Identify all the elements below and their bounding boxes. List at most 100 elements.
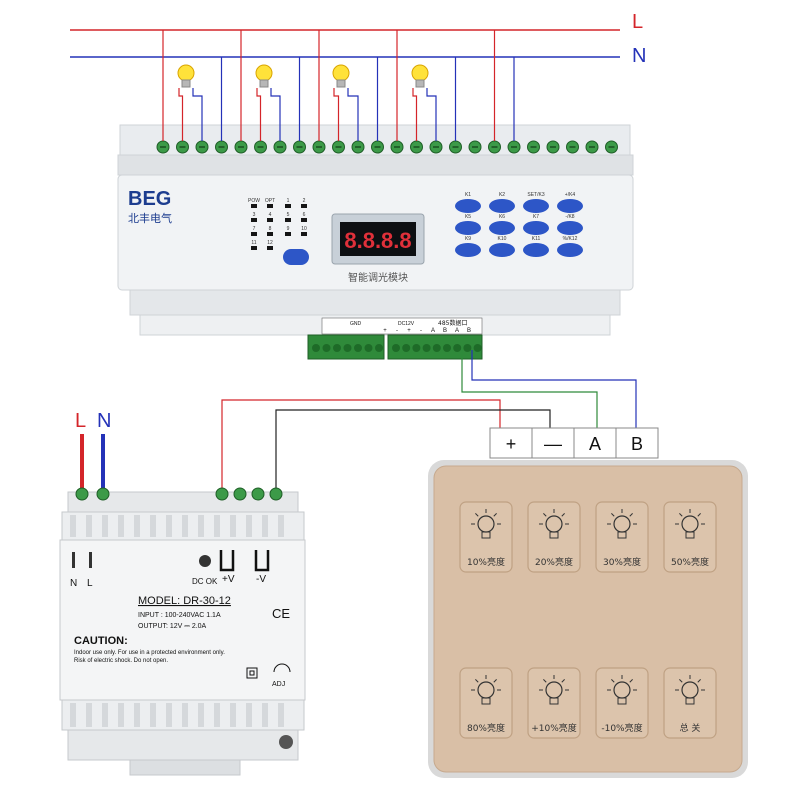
terminal-screw <box>422 344 431 352</box>
panel-button-label: 50%亮度 <box>671 556 709 568</box>
status-led <box>285 218 291 222</box>
key-label: %/K12 <box>563 236 578 242</box>
psu-wire-plus <box>221 399 501 492</box>
light-bulb-icon <box>177 64 195 88</box>
terminal-screw <box>402 344 411 352</box>
terminal-screw <box>233 487 247 501</box>
key-label: SET/K3 <box>527 192 544 198</box>
key-label: K9 <box>465 236 471 242</box>
light-bulb-icon <box>255 64 273 88</box>
key-label: K1 <box>465 192 471 198</box>
key-button[interactable] <box>557 221 583 235</box>
bottom-sub-label: + <box>383 328 387 334</box>
status-led <box>251 218 257 222</box>
key-button[interactable] <box>489 199 515 213</box>
key-button[interactable] <box>455 199 481 213</box>
led-label: 9 <box>287 226 290 232</box>
brand-cn: 北丰电气 <box>128 211 172 225</box>
key-label: K6 <box>499 214 505 220</box>
terminal-screw <box>364 344 373 352</box>
panel-button[interactable]: 50%亮度 <box>663 501 717 573</box>
psu-wire-minus <box>275 409 551 492</box>
terminal-screw <box>412 344 421 352</box>
key-button[interactable] <box>557 243 583 257</box>
panel-button[interactable]: +10%亮度 <box>527 667 581 739</box>
led-label: 2 <box>303 198 306 204</box>
terminal-block-cell <box>489 427 533 459</box>
module-name: 智能调光模块 <box>348 271 408 284</box>
key-label: -/K8 <box>565 214 574 220</box>
terminal-screw <box>432 344 441 352</box>
key-label: +/K4 <box>565 192 576 198</box>
key-button[interactable] <box>455 243 481 257</box>
caution-line-2: Risk of electric shock. Do not open. <box>74 658 168 664</box>
status-led <box>285 232 291 236</box>
status-led <box>301 232 307 236</box>
double-insulation-icon <box>246 667 258 679</box>
adj-knob-icon[interactable] <box>273 663 291 673</box>
led-label: 5 <box>287 212 290 218</box>
opt-button[interactable] <box>283 249 309 265</box>
light-bulb-icon <box>332 64 350 88</box>
status-led <box>251 232 257 236</box>
dc-ok-label: DC OK <box>192 577 218 586</box>
adj-label: ADJ <box>272 681 285 688</box>
key-label: K2 <box>499 192 505 198</box>
status-led <box>251 204 257 208</box>
key-button[interactable] <box>557 199 583 213</box>
panel-button-label: 80%亮度 <box>467 722 505 734</box>
terminal-screw <box>473 344 482 352</box>
psu-input-label-l: L <box>75 410 86 432</box>
key-button[interactable] <box>489 221 515 235</box>
led-label: 3 <box>253 212 256 218</box>
terminal-screw <box>453 344 462 352</box>
terminal-screw <box>96 487 110 501</box>
key-label: K7 <box>533 214 539 220</box>
panel-button-label: 30%亮度 <box>603 556 641 568</box>
key-label: K11 <box>532 236 541 242</box>
psu-terminal-label-l: L <box>87 578 93 589</box>
psu-input-label-n: N <box>97 410 111 432</box>
key-button[interactable] <box>523 221 549 235</box>
panel-button[interactable]: 20%亮度 <box>527 501 581 573</box>
terminal-screw <box>343 344 352 352</box>
bottom-sub-label: A <box>431 328 435 334</box>
power-supply: N L DC OK +V -V MODEL: DR-30-12 INPUT : … <box>59 487 306 776</box>
input-spec: INPUT : 100-240VAC 1.1A <box>138 612 221 619</box>
panel-button[interactable]: 30%亮度 <box>595 501 649 573</box>
ce-mark: CE <box>272 606 290 621</box>
bottom-sub-label: - <box>396 328 398 334</box>
led-label: POW <box>248 198 260 204</box>
key-button[interactable] <box>523 199 549 213</box>
key-button[interactable] <box>489 243 515 257</box>
panel-button-label: 10%亮度 <box>467 556 505 568</box>
bottom-label-485: 485数据口 <box>438 319 467 327</box>
plus-v-label: +V <box>222 574 235 585</box>
bottom-sub-label: A <box>455 328 459 334</box>
terminal-screw <box>375 344 383 352</box>
status-led <box>285 204 291 208</box>
terminal-screw <box>312 344 320 352</box>
led-label: 4 <box>269 212 272 218</box>
terminal-screw <box>269 487 283 501</box>
panel-button[interactable]: -10%亮度 <box>595 667 649 739</box>
key-button[interactable] <box>455 221 481 235</box>
panel-button[interactable]: 10%亮度 <box>459 501 513 573</box>
terminal-screw <box>215 487 229 501</box>
key-button[interactable] <box>523 243 549 257</box>
model-label: MODEL: DR-30-12 <box>138 595 231 607</box>
panel-button[interactable]: 总 关 <box>663 667 717 739</box>
terminal-screw <box>251 487 265 501</box>
status-led <box>267 204 273 208</box>
caution-title: CAUTION: <box>74 635 128 647</box>
panel-button[interactable]: 80%亮度 <box>459 667 513 739</box>
key-label: K10 <box>498 236 507 242</box>
led-display <box>340 222 416 256</box>
terminal-screw <box>354 344 362 352</box>
bottom-sub-label: B <box>467 328 471 334</box>
led-label: OPT <box>265 198 275 204</box>
led-label: 6 <box>303 212 306 218</box>
status-led <box>267 232 273 236</box>
